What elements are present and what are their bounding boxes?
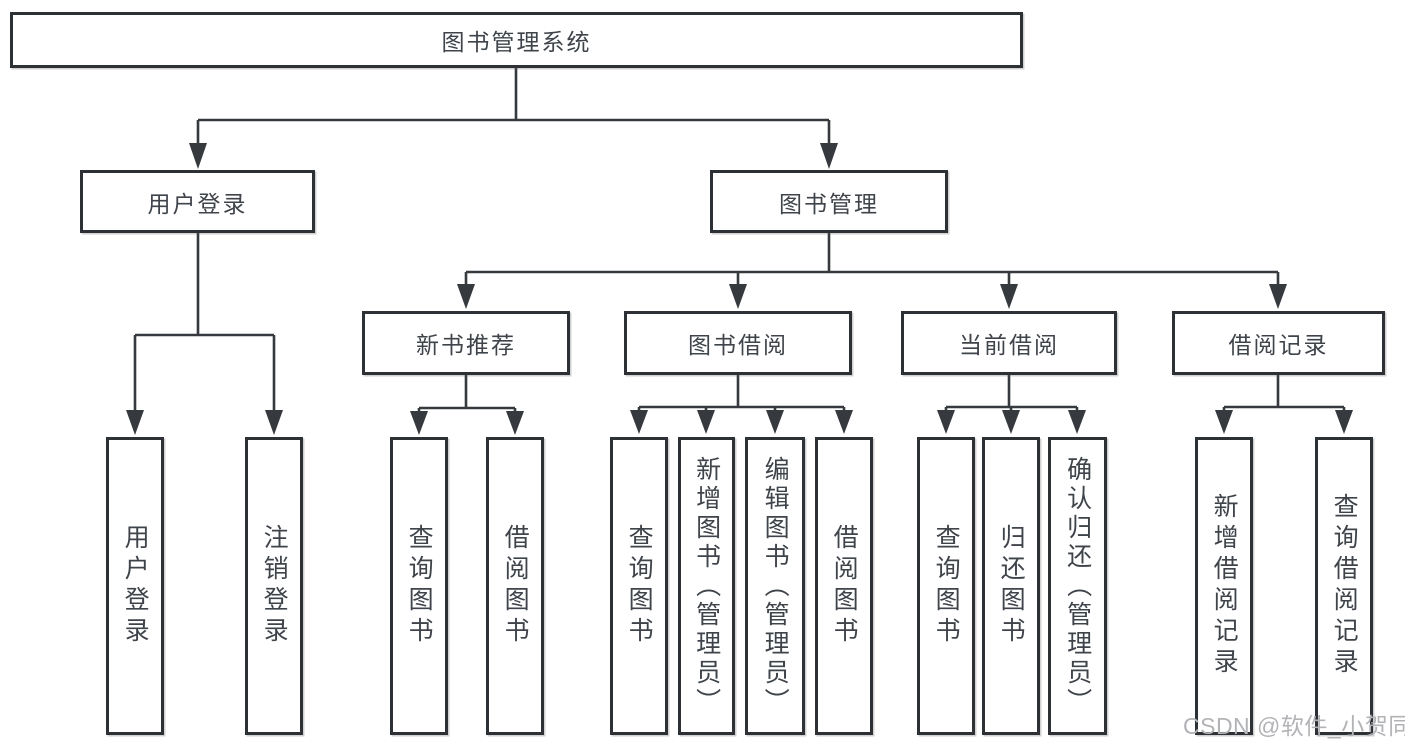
node-label: 新书推荐 [416, 332, 516, 358]
arrowhead-icon [766, 410, 784, 434]
arrowhead-icon [457, 284, 475, 309]
node-label: 编辑图书（管理员） [761, 455, 790, 717]
arrowhead-icon [1000, 284, 1018, 309]
node-label: 当前借阅 [959, 332, 1059, 358]
node-label: 确认归还（管理员） [1063, 455, 1092, 717]
arrowhead-icon [189, 143, 207, 169]
node-label: 查询图书 [932, 524, 961, 648]
leaf-query-books-2: 查询图书 [610, 437, 668, 735]
node-label: 图书管理系统 [441, 29, 592, 55]
node-label: 图书借阅 [688, 332, 788, 358]
node-label: 借阅图书 [501, 524, 530, 648]
arrowhead-icon [1068, 410, 1086, 434]
node-current-borrowing: 当前借阅 [901, 311, 1117, 375]
node-label: 借阅图书 [830, 524, 859, 648]
leaf-query-books-1: 查询图书 [390, 437, 448, 735]
arrowhead-icon [937, 410, 955, 434]
leaf-add-borrow-record: 新增借阅记录 [1195, 437, 1253, 735]
node-user-login: 用户登录 [80, 170, 315, 233]
leaf-return-books: 归还图书 [982, 437, 1040, 735]
leaf-edit-books-admin: 编辑图书（管理员） [745, 437, 805, 735]
leaf-user-login: 用户登录 [106, 437, 164, 735]
node-new-book-recommend: 新书推荐 [362, 311, 570, 375]
leaf-add-books-admin: 新增图书（管理员） [678, 437, 735, 735]
arrowhead-icon [729, 284, 747, 309]
node-label: 用户登录 [147, 190, 248, 217]
arrowhead-icon [820, 143, 838, 169]
node-label: 查询图书 [625, 524, 654, 648]
leaf-logout: 注销登录 [245, 437, 303, 735]
leaf-borrow-books-1: 借阅图书 [486, 437, 544, 735]
node-label: 注销登录 [260, 524, 289, 648]
arrowhead-icon [835, 410, 853, 434]
node-book-management: 图书管理 [710, 170, 948, 233]
arrowhead-icon [1269, 284, 1287, 309]
node-label: 查询借阅记录 [1330, 493, 1359, 679]
leaf-confirm-return-admin: 确认归还（管理员） [1048, 437, 1107, 735]
arrowhead-icon [1002, 410, 1020, 434]
node-book-borrowing: 图书借阅 [624, 311, 852, 375]
node-label: 查询图书 [405, 524, 434, 648]
arrowhead-icon [1215, 410, 1233, 434]
arrowhead-icon [1335, 410, 1353, 434]
node-borrowing-records: 借阅记录 [1172, 311, 1385, 375]
node-library-management-system: 图书管理系统 [10, 12, 1023, 68]
node-label: 归还图书 [997, 524, 1026, 648]
leaf-borrow-books-2: 借阅图书 [815, 437, 873, 735]
node-label: 用户登录 [121, 524, 150, 648]
node-label: 借阅记录 [1228, 332, 1329, 358]
arrowhead-icon [265, 410, 283, 435]
arrowhead-icon [410, 411, 428, 435]
node-label: 新增图书（管理员） [692, 455, 721, 717]
arrowhead-icon [126, 410, 144, 435]
node-label: 图书管理 [779, 190, 879, 217]
arrowhead-icon [630, 410, 648, 434]
leaf-query-books-3: 查询图书 [917, 437, 975, 735]
node-label: 新增借阅记录 [1210, 493, 1239, 679]
arrowhead-icon [697, 410, 715, 434]
csdn-watermark: CSDN @软件_小贺同学 [1183, 713, 1405, 739]
arrowhead-icon [506, 411, 524, 435]
leaf-query-borrow-record: 查询借阅记录 [1315, 437, 1373, 735]
